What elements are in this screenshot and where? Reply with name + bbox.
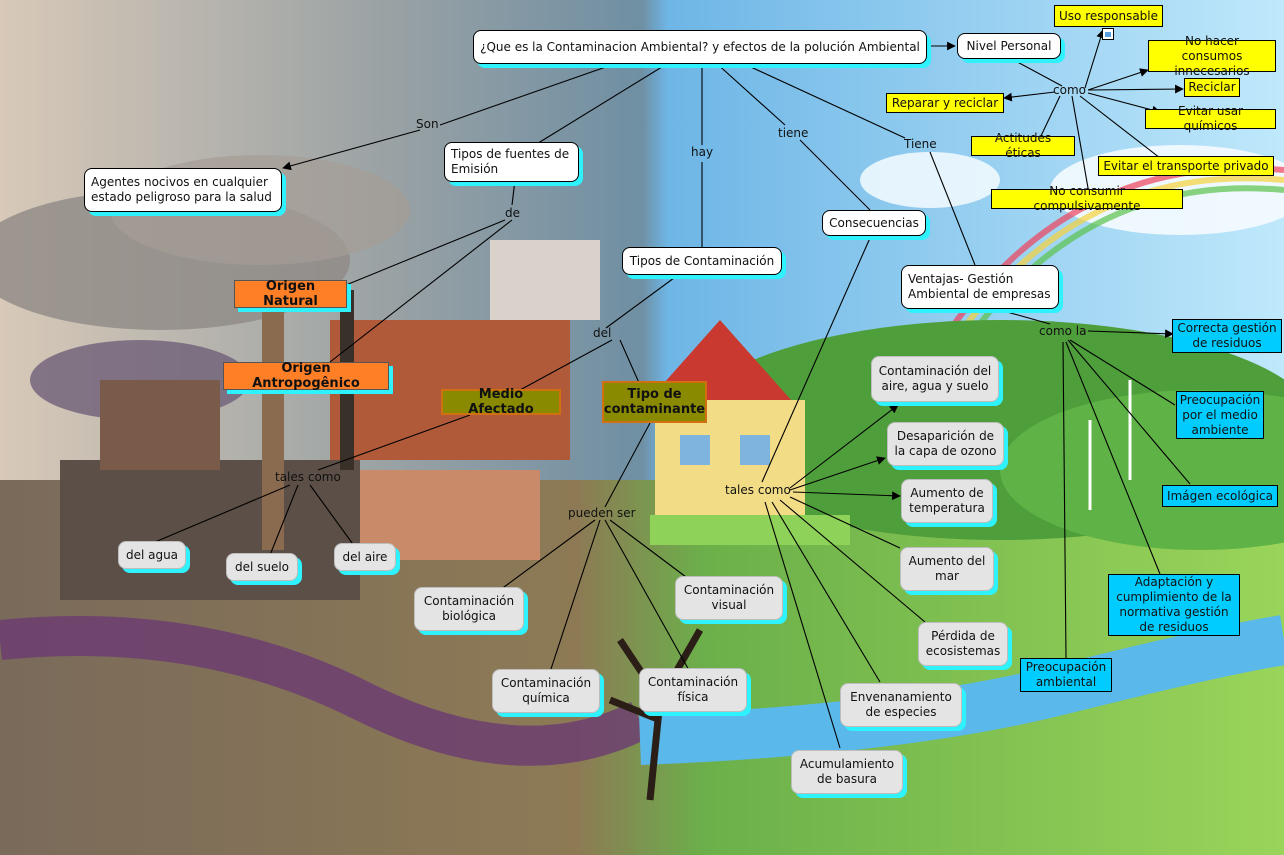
- link-label-tiene-2: Tiene: [904, 137, 937, 151]
- reciclar-node[interactable]: Reciclar: [1184, 78, 1240, 97]
- link-label-tiene: tiene: [778, 126, 809, 140]
- aumento-temperatura-node[interactable]: Aumento de temperatura: [901, 479, 993, 523]
- perdida-ecosistemas-node[interactable]: Pérdida de ecosistemas: [918, 622, 1008, 666]
- acumulamiento-basura-node[interactable]: Acumulamiento de basura: [791, 750, 903, 794]
- agentes-nocivos-node[interactable]: Agentes nocivos en cualquier estado peli…: [84, 168, 282, 212]
- evitar-transporte-node[interactable]: Evitar el transporte privado: [1098, 156, 1274, 176]
- link-label-del: del: [593, 326, 612, 340]
- contaminacion-visual-node[interactable]: Contaminación visual: [675, 576, 783, 620]
- envenenamiento-especies-node[interactable]: Envenanamiento de especies: [840, 683, 962, 727]
- link-label-como-la: como la: [1039, 324, 1087, 338]
- link-label-de: de: [505, 206, 520, 220]
- root-concept-node[interactable]: ¿Que es la Contaminacion Ambiental? y ef…: [473, 30, 927, 64]
- link-label-tales-como-2: tales como: [725, 483, 791, 497]
- contaminacion-biologica-node[interactable]: Contaminación biológica: [414, 587, 524, 631]
- contaminacion-aire-agua-suelo-node[interactable]: Contaminación del aire, agua y suelo: [871, 356, 999, 402]
- link-label-pueden-ser: pueden ser: [568, 506, 636, 520]
- desaparicion-ozono-node[interactable]: Desaparición de la capa de ozono: [887, 422, 1004, 466]
- contaminacion-fisica-node[interactable]: Contaminación física: [639, 668, 747, 712]
- ventajas-gestion-node[interactable]: Ventajas- Gestión Ambiental de empresas: [901, 265, 1059, 309]
- evitar-quimicos-node[interactable]: Evitar usar químicos: [1145, 104, 1276, 133]
- tipo-contaminante-node[interactable]: Tipo de contaminante: [602, 381, 707, 423]
- del-agua-node[interactable]: del agua: [118, 541, 186, 569]
- link-label-hay: hay: [691, 145, 714, 159]
- link-label-son: Son: [416, 117, 439, 131]
- no-hacer-consumos-node[interactable]: No hacer consumos innecesarios: [1148, 34, 1276, 78]
- origen-antropogenico-node[interactable]: Origen Antropogênico: [223, 361, 389, 391]
- consecuencias-node[interactable]: Consecuencias: [822, 210, 926, 236]
- origen-natural-node[interactable]: Origen Natural: [234, 279, 347, 309]
- reparar-reciclar-node[interactable]: Reparar y reciclar: [886, 93, 1004, 113]
- uso-responsable-node[interactable]: Uso responsable: [1054, 5, 1163, 27]
- preocupacion-medio-node[interactable]: Preocupación por el medio ambiente: [1176, 391, 1264, 439]
- del-suelo-node[interactable]: del suelo: [226, 553, 298, 581]
- imagen-ecologica-node[interactable]: Imágen ecológica: [1162, 485, 1278, 507]
- no-consumir-node[interactable]: No consumir compulsivamente: [991, 184, 1183, 213]
- contaminacion-quimica-node[interactable]: Contaminación química: [492, 669, 600, 713]
- aumento-mar-node[interactable]: Aumento del mar: [900, 547, 994, 591]
- del-aire-node[interactable]: del aire: [334, 543, 396, 571]
- correcta-gestion-node[interactable]: Correcta gestión de residuos: [1172, 319, 1282, 353]
- image-attachment-icon[interactable]: [1102, 28, 1114, 40]
- tipos-contaminacion-node[interactable]: Tipos de Contaminación: [622, 247, 782, 275]
- link-label-como: como: [1053, 83, 1086, 97]
- preocupacion-ambiental-node[interactable]: Preocupación ambiental: [1020, 658, 1112, 692]
- adaptacion-node[interactable]: Adaptación y cumplimiento de la normativ…: [1108, 574, 1240, 636]
- actitudes-eticas-node[interactable]: Actitudes éticas: [971, 131, 1075, 160]
- link-label-tales-como-1: tales como: [275, 470, 341, 484]
- nivel-personal-node[interactable]: Nivel Personal: [957, 33, 1061, 59]
- tipos-fuentes-node[interactable]: Tipos de fuentes de Emisión: [444, 142, 579, 182]
- medio-afectado-node[interactable]: Medio Afectado: [441, 387, 561, 417]
